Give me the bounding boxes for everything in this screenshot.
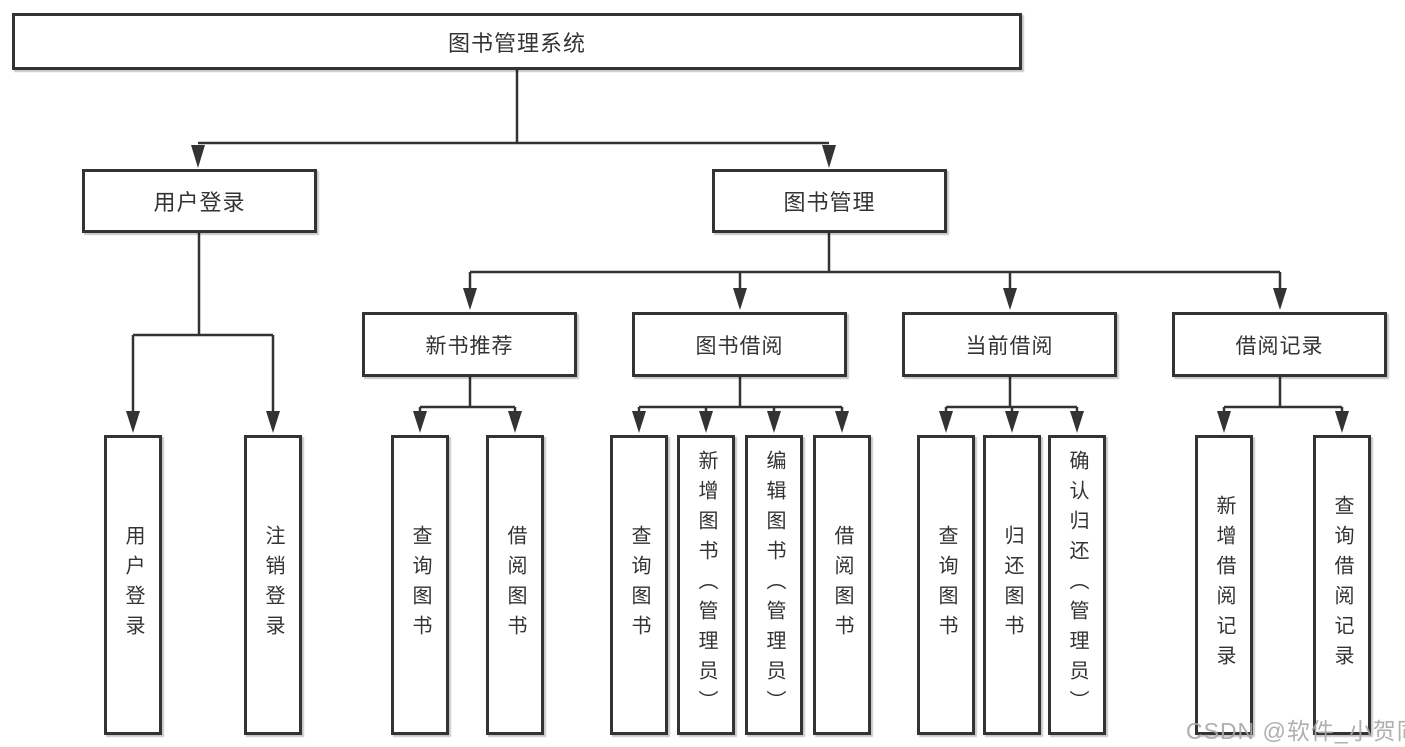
node-user-login: 用户登录 <box>82 169 317 233</box>
arrow-br-add <box>1217 411 1231 433</box>
node-borrow-records: 借阅记录 <box>1172 312 1387 377</box>
node-cb-query-book: 查询图书 <box>917 435 975 735</box>
arrow-book-borrow <box>733 288 747 310</box>
node-logout: 注销登录 <box>244 435 302 735</box>
arrow-logout <box>266 411 280 433</box>
node-book-borrow: 图书借阅 <box>632 312 847 377</box>
arrow-nb-query <box>413 411 427 433</box>
node-bb-query-book: 查询图书 <box>610 435 668 735</box>
node-book-management: 图书管理 <box>712 169 947 233</box>
arrow-new-book <box>463 288 477 310</box>
node-cb-confirm-return: 确认归还（管理员） <box>1048 435 1106 735</box>
arrowheads <box>126 145 1349 433</box>
arrow-current-borrow <box>1003 288 1017 310</box>
node-nb-borrow-book: 借阅图书 <box>486 435 544 735</box>
arrow-br-query <box>1335 411 1349 433</box>
node-bb-borrow-book: 借阅图书 <box>813 435 871 735</box>
watermark: CSDN @软件_小贺同学 <box>1186 718 1405 744</box>
node-root: 图书管理系统 <box>12 13 1022 70</box>
arrow-cb-query <box>939 411 953 433</box>
arrow-bb-query <box>632 411 646 433</box>
arrow-bb-borrow <box>835 411 849 433</box>
node-new-book-recommend: 新书推荐 <box>362 312 577 377</box>
arrow-bb-add <box>699 411 713 433</box>
node-bb-edit-book: 编辑图书（管理员） <box>745 435 803 735</box>
arrow-user-login <box>191 145 205 168</box>
arrow-nb-borrow <box>508 411 522 433</box>
arrow-borrow-records <box>1273 288 1287 310</box>
arrow-cb-return <box>1005 411 1019 433</box>
node-br-add-record: 新增借阅记录 <box>1195 435 1253 735</box>
node-nb-query-book: 查询图书 <box>391 435 449 735</box>
arrow-login <box>126 411 140 433</box>
arrow-cb-confirm <box>1070 411 1084 433</box>
node-current-borrow: 当前借阅 <box>902 312 1117 377</box>
node-bb-add-book: 新增图书（管理员） <box>677 435 735 735</box>
arrow-book-mgmt <box>822 145 836 168</box>
node-cb-return-book: 归还图书 <box>983 435 1041 735</box>
node-login: 用户登录 <box>104 435 162 735</box>
arrow-bb-edit <box>767 411 781 433</box>
node-br-query-record: 查询借阅记录 <box>1313 435 1371 735</box>
